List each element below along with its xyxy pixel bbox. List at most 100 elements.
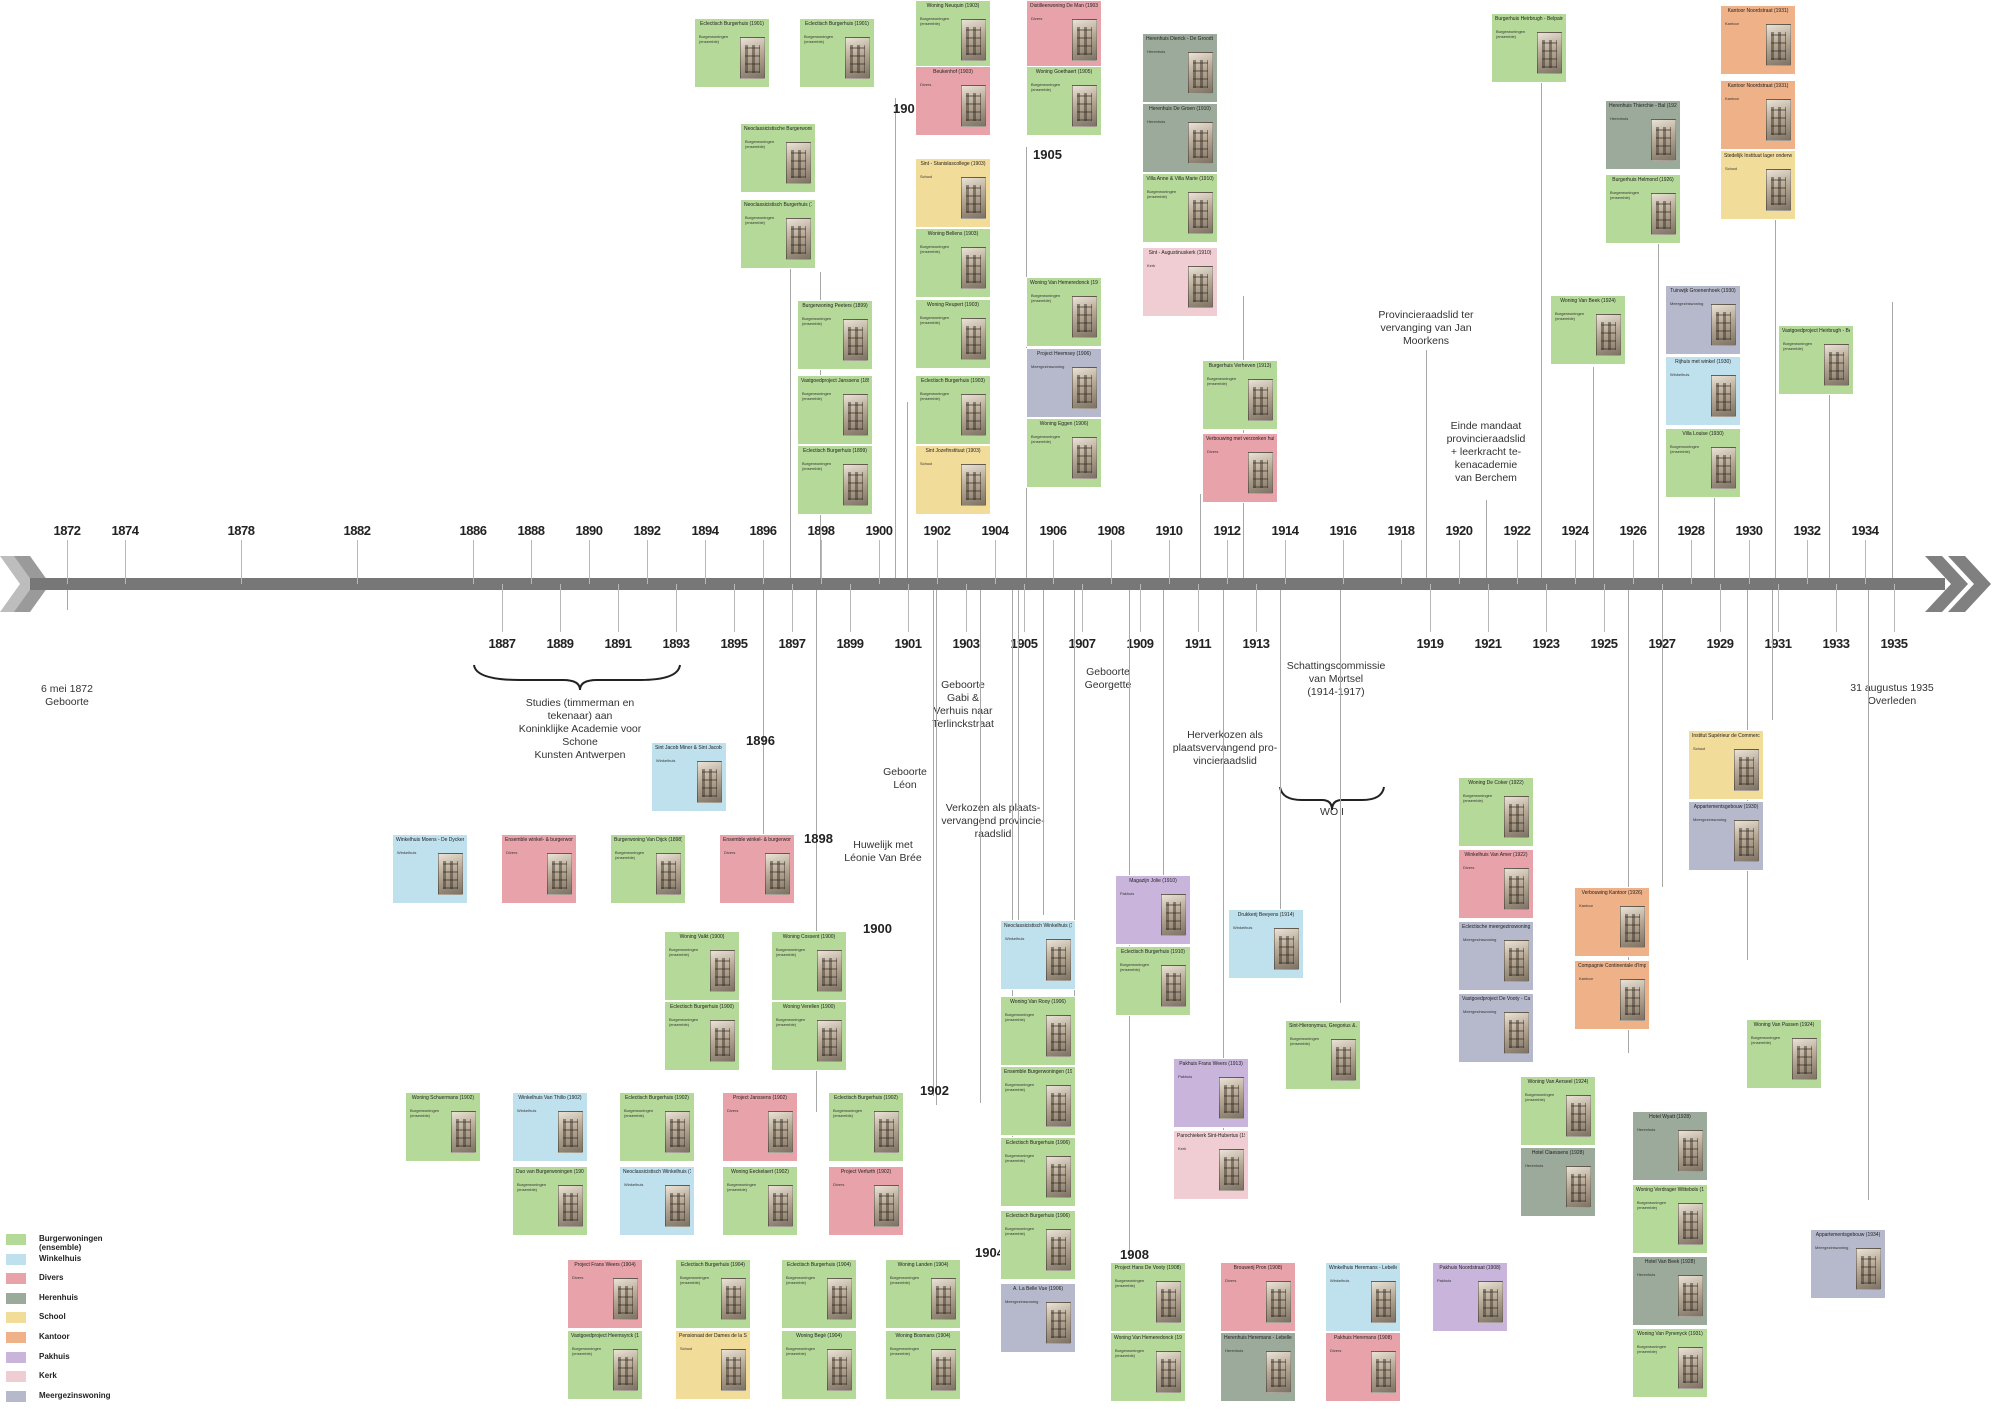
project-card: Tuinwijk Groenenhoek (1930) Meergezinswon… xyxy=(1665,285,1741,355)
year-label: 1902 xyxy=(923,523,951,538)
year-label: 1933 xyxy=(1822,636,1850,651)
project-card-photo xyxy=(1765,98,1791,141)
project-card: Project Hans De Vooty (1908)Burgerwoning… xyxy=(1110,1262,1186,1332)
year-label: 1890 xyxy=(575,523,603,538)
project-card-photo xyxy=(1045,938,1071,981)
legend-swatch xyxy=(6,1390,26,1402)
cluster-year-label: 1902 xyxy=(920,1083,949,1098)
legend-label: School xyxy=(39,1312,66,1322)
tick-1925 xyxy=(1604,584,1605,632)
project-card: Sint - Stanislascollege (1903)School xyxy=(915,158,991,228)
legend-swatch xyxy=(6,1292,26,1304)
year-label: 1909 xyxy=(1126,636,1154,651)
project-card-photo xyxy=(612,1277,638,1320)
project-card: Woning Reupert (1903)Burgerwoningen (ens… xyxy=(915,299,991,369)
project-card-title: Pakhuis Noordstraat (1908) xyxy=(1439,1265,1501,1271)
project-card: Pakhuis Frans Weers (1913)Pakhuis xyxy=(1173,1058,1249,1128)
project-card-title: Tuinwijk Groenenhoek (1930) xyxy=(1670,288,1736,294)
tick-1892 xyxy=(647,540,648,584)
project-card-title: Magazijn Jolie (1910) xyxy=(1129,878,1177,884)
project-card: Winkelhuis Van Amer (1922)Divers xyxy=(1458,849,1534,919)
tick-1928 xyxy=(1691,540,1692,584)
leader-line xyxy=(1868,590,1869,1200)
leader-line xyxy=(816,590,817,1112)
cluster-year-label: 1898 xyxy=(804,831,833,846)
year-label: 1923 xyxy=(1532,636,1560,651)
legend-swatch xyxy=(6,1273,26,1285)
project-card-title: Sint - Stanislascollege (1903) xyxy=(920,161,986,167)
event-annotation: Provincieraadslid ter vervanging van Jan… xyxy=(1378,309,1474,347)
project-card-title: Woning Begé (1904) xyxy=(796,1333,842,1339)
project-card-title: Winkelhuis Heremans - Lebelle (1908) xyxy=(1329,1265,1397,1271)
year-label: 1900 xyxy=(865,523,893,538)
project-card-photo xyxy=(826,1348,852,1391)
project-card-type: Burgerwoningen (ensemble) xyxy=(1031,433,1061,445)
project-card-title: Herenhuis Dierick - De Groodt (1910) xyxy=(1146,36,1214,42)
legend-label: Divers xyxy=(39,1273,64,1283)
project-card: Woning Van Hemeredonck (1906)Burgerwonin… xyxy=(1026,277,1102,347)
project-card-type: Burgerwoningen (ensemble) xyxy=(890,1274,920,1286)
project-card-photo xyxy=(873,1110,899,1153)
project-card-photo xyxy=(1710,446,1736,489)
project-card-type: Burgerwoningen (ensemble) xyxy=(1463,792,1493,804)
project-card-title: Ensemble winkel- & burgerwoningen (1898) xyxy=(723,837,791,843)
project-card: Hotel Van Beek (1928)Herenhuis xyxy=(1632,1256,1708,1326)
project-card-title: Hotel Wyatt (1928) xyxy=(1649,1114,1691,1120)
project-card-photo xyxy=(1733,819,1759,862)
project-card: Magazijn Jolie (1910)Pakhuis xyxy=(1115,875,1191,945)
project-card-photo xyxy=(1650,118,1676,161)
tick-1874 xyxy=(125,540,126,584)
year-label: 1898 xyxy=(807,523,835,538)
project-card: Herenhuis Heremans - Lebelle (1908)Heren… xyxy=(1220,1332,1296,1402)
project-card-type: Kerk xyxy=(1147,262,1156,268)
project-card-photo xyxy=(1265,1350,1291,1393)
project-card-title: Vastgoedproject Heemsyrck (1904) xyxy=(571,1333,639,1339)
project-card-type: Burgerwoningen (ensemble) xyxy=(1031,292,1061,304)
project-card: Eclectisch Burgerhuis (1899)Burgerwoning… xyxy=(797,445,873,515)
project-card-photo xyxy=(739,36,765,79)
leader-line xyxy=(790,265,791,578)
event-annotation: WO I xyxy=(1320,806,1344,818)
tick-1922 xyxy=(1517,540,1518,584)
year-label: 1910 xyxy=(1155,523,1183,538)
project-card-type: Burgerwoningen (ensemble) xyxy=(572,1345,602,1357)
project-card-type: Burgerwoningen (ensemble) xyxy=(920,243,950,255)
project-card-type: Meergezinswoning xyxy=(1031,363,1065,369)
project-card-title: Eclectisch Burgerhuis (1904) xyxy=(787,1262,851,1268)
year-label: 1929 xyxy=(1706,636,1734,651)
project-card: Woning Verellen (1900)Burgerwoningen (en… xyxy=(771,1001,847,1071)
event-annotation: Huwelijk met Léonie Van Brée xyxy=(844,839,922,864)
tick-1934 xyxy=(1865,540,1866,584)
year-label: 1892 xyxy=(633,523,661,538)
leader-line xyxy=(933,590,934,1096)
project-card: Pensionaat der Dames de la Sainte Famill… xyxy=(675,1330,751,1400)
project-card-type: Burgerwoningen (ensemble) xyxy=(1005,1011,1035,1023)
project-card-title: Woning Van Passen (1924) xyxy=(1753,1022,1815,1028)
tick-1889 xyxy=(560,584,561,632)
project-card-type: School xyxy=(680,1345,693,1351)
project-card: Woning Eggen (1906)Burgerwoningen (ensem… xyxy=(1026,418,1102,488)
tick-1878 xyxy=(241,540,242,584)
project-card-title: Sint Jozefinstituut (1903) xyxy=(925,448,981,454)
year-label: 1924 xyxy=(1561,523,1589,538)
project-card: Woning Cossent (1900)Burgerwoningen (ens… xyxy=(771,931,847,1001)
leader-line xyxy=(1280,590,1281,972)
project-card-title: Woning Van Beek (1924) xyxy=(1560,298,1616,304)
leader-line xyxy=(1714,490,1715,578)
event-annotation: Studies (timmerman en tekenaar) aan Koni… xyxy=(518,697,642,761)
axis-arrow-head-1 xyxy=(1925,556,1968,612)
leader-line xyxy=(1018,590,1019,960)
project-card-photo xyxy=(696,760,722,803)
project-card-type: Burgerwoningen (ensemble) xyxy=(669,946,699,958)
project-card: Distilleerwoning De Man (1903)Divers xyxy=(1026,0,1102,70)
year-label: 1911 xyxy=(1184,636,1212,651)
tick-1912 xyxy=(1227,540,1228,584)
leader-line xyxy=(763,590,764,855)
project-card-type: Burgerwoningen (ensemble) xyxy=(920,15,950,27)
project-card: Woning Van Rooy (1906)Burgerwoningen (en… xyxy=(1000,996,1076,1066)
project-card-type: Meergezinswoning xyxy=(1670,300,1704,306)
project-card-title: Compagnie Continentale d'Importation (19… xyxy=(1578,963,1646,969)
project-card-photo xyxy=(960,176,986,219)
project-card-title: Herenhuis Heremans - Lebelle (1908) xyxy=(1224,1335,1292,1341)
tick-1914 xyxy=(1285,540,1286,584)
